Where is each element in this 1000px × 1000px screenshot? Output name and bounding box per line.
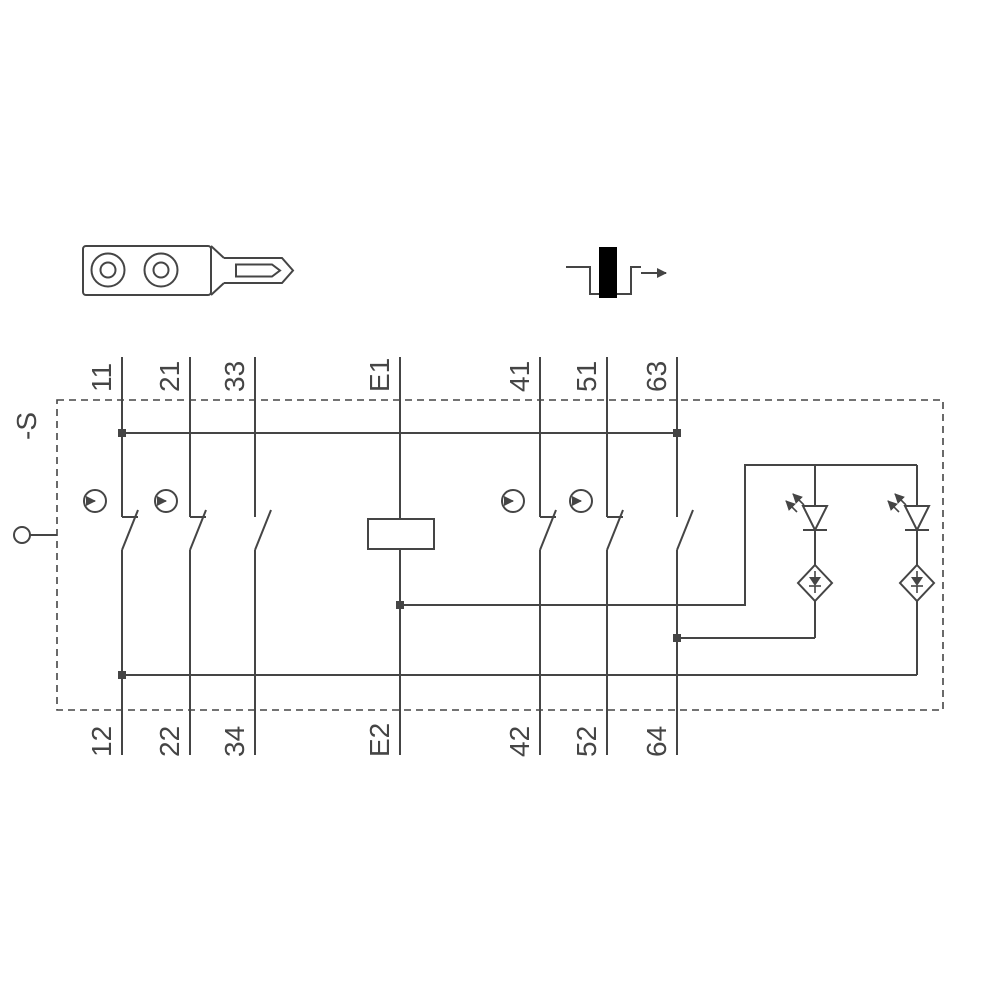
no-contact-33-34 <box>254 509 272 551</box>
actuator-neck-line <box>210 282 225 296</box>
mounting-hole-inner-icon <box>152 261 170 279</box>
terminal-label-41: 41 <box>504 361 535 392</box>
coil-E1-E2 <box>367 518 435 550</box>
contact-lever <box>676 509 694 551</box>
nc-contact-11-12 <box>121 509 139 551</box>
terminal-label-63: 63 <box>641 361 672 392</box>
led-emission-arrow-icon <box>894 493 907 506</box>
device-designation-label: -S <box>11 412 42 440</box>
plunger-slot-outline <box>235 263 282 278</box>
contact-lever <box>254 509 272 551</box>
mechanical-actuation-node <box>13 526 57 544</box>
terminal-label-22: 22 <box>154 726 185 757</box>
boundary-rect <box>56 399 944 711</box>
terminal-conductors <box>121 357 678 755</box>
bottom-terminal-labels: 12 22 34 E2 42 52 64 <box>86 723 672 757</box>
terminal-label-21: 21 <box>154 361 185 392</box>
junction-node <box>118 671 126 679</box>
roller-plunger-actuator-icon <box>82 245 295 296</box>
internal-wiring <box>118 429 918 679</box>
junction-node <box>673 634 681 642</box>
positive-opening-icon <box>83 489 107 513</box>
diode-icon <box>911 577 923 586</box>
junction-node <box>396 601 404 609</box>
terminal-label-64: 64 <box>641 726 672 757</box>
terminal-label-12: 12 <box>86 726 117 757</box>
diode-icon <box>809 577 821 586</box>
mounting-hole-outer-icon <box>90 252 126 288</box>
terminal-label-34: 34 <box>219 726 250 757</box>
actuator-neck-line <box>210 245 225 259</box>
led-indicator-left <box>785 493 829 533</box>
junction-node <box>673 429 681 437</box>
led-emission-arrow-icon <box>792 493 805 506</box>
led-indicator-right <box>887 493 931 533</box>
terminal-label-E2: E2 <box>364 723 395 757</box>
terminal-label-33: 33 <box>219 361 250 392</box>
positive-opening-icon <box>569 489 593 513</box>
mounting-hole-outer-icon <box>143 252 179 288</box>
diode-indicator-left <box>796 563 834 603</box>
nc-contact-51-52 <box>606 509 624 551</box>
wire-e2-to-led-supply <box>400 464 917 606</box>
led-emission-arrow-icon <box>785 500 798 513</box>
device-boundary: -S <box>11 399 944 711</box>
top-terminal-labels: 11 21 33 E1 41 51 63 <box>86 358 672 392</box>
contact-lever <box>606 509 624 551</box>
led-triangle-icon <box>801 505 829 533</box>
terminal-label-E1: E1 <box>364 358 395 392</box>
terminal-label-51: 51 <box>571 361 602 392</box>
terminal-label-42: 42 <box>504 726 535 757</box>
plunger-travel-icon <box>566 247 667 298</box>
terminal-label-11: 11 <box>86 363 117 392</box>
plunger-bar <box>599 247 617 298</box>
positive-opening-icon <box>501 489 525 513</box>
terminal-label-52: 52 <box>571 726 602 757</box>
mounting-hole-inner-icon <box>99 261 117 279</box>
contact-lever <box>189 509 207 551</box>
no-contact-63-64 <box>676 509 694 551</box>
led-triangle-icon <box>903 505 931 533</box>
diode-indicator-right <box>898 563 936 603</box>
contact-lever <box>539 509 557 551</box>
contact-lever <box>121 509 139 551</box>
led-emission-arrow-icon <box>887 500 900 513</box>
actuator-body <box>82 245 212 296</box>
junction-node <box>118 429 126 437</box>
actuation-point-icon <box>13 526 31 544</box>
nc-contact-41-42 <box>539 509 557 551</box>
nc-contact-21-22 <box>189 509 207 551</box>
positive-opening-icon <box>154 489 178 513</box>
plunger-pin-outline <box>224 257 295 284</box>
diamond-outline <box>898 563 936 603</box>
diamond-outline <box>796 563 834 603</box>
